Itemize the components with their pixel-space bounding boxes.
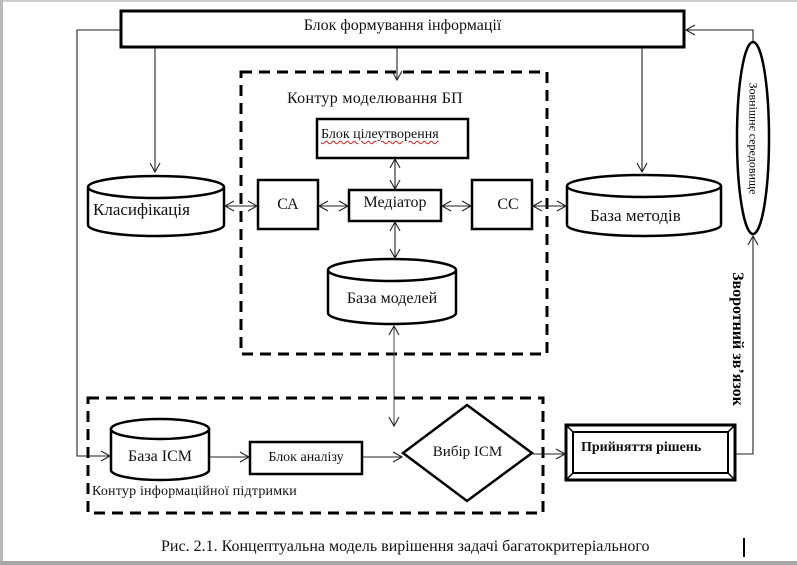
arrow-feedback-to-environment [736,234,759,455]
cc-label: СС [497,196,519,213]
decision-block-label: Прийняття рішень [581,440,702,455]
icm-choice-diamond [400,403,535,503]
models-db-shape [326,257,458,326]
mediator-label: Медіатор [363,194,427,211]
environment-ellipse [735,40,771,236]
page-bottom-border [0,561,797,565]
decision-block-box [564,423,737,482]
figure-caption: Рис. 2.1. Концептуальна модель вирішення… [161,538,650,555]
icm-choice-label: Вибір ІСМ [432,444,503,460]
page-left-border [0,0,3,565]
analysis-block-label: Блок аналізу [268,450,344,465]
arrow-environment-to-info [684,24,754,42]
info-block-box [119,9,686,49]
page-top-border [0,0,797,2]
environment-label: Зовнішнє середовище [746,82,761,195]
support-contour-frame [86,396,545,515]
classification-db-label: Класифікація [93,200,190,219]
icm-db-shape [109,417,211,482]
ca-label: СА [277,196,299,213]
goal-block-label: Блок цілеутворення [321,127,439,142]
ca-box [256,178,320,231]
text-cursor [743,538,745,557]
feedback-label: Зворотний зв’язок [729,272,746,406]
methods-db-label: База методів [590,206,681,225]
icm-db-label: База ІСМ [128,448,192,465]
models-db-label: База моделей [346,290,438,307]
classification-db-shape [86,174,226,238]
analysis-block-box [248,440,364,476]
info-block-label: Блок формування інформації [303,17,502,34]
modeling-contour-title: Контур моделювання БП [287,90,464,107]
connector-info-to-icm-db [76,29,121,462]
methods-db-shape [565,173,723,238]
support-contour-title: Контур інформаційної підтримки [92,484,297,499]
